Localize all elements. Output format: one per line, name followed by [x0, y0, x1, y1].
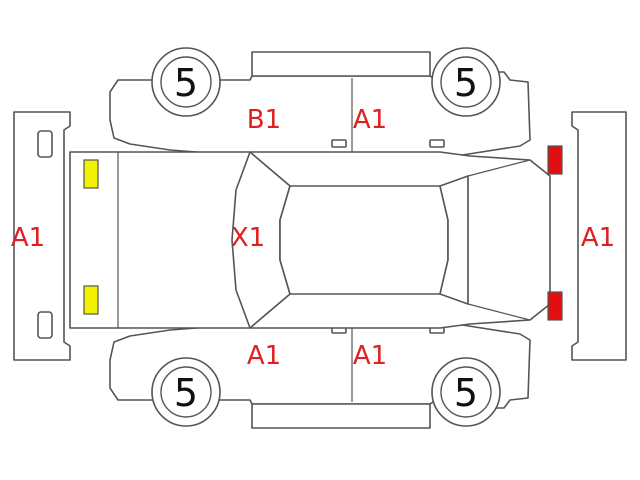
tire-rear-right-grade: 5	[454, 371, 478, 415]
code-front-bumper: A1	[11, 223, 45, 253]
tire-rear-left: 5	[431, 47, 501, 117]
code-left-front-door: B1	[247, 105, 281, 135]
front-left-lamp	[83, 159, 99, 189]
tire-rear-left-grade: 5	[454, 61, 478, 105]
code-left-rear-door: A1	[353, 105, 387, 135]
left-side-skirt	[251, 51, 431, 77]
right-side-skirt	[251, 403, 431, 429]
tire-front-left-grade: 5	[174, 61, 198, 105]
front-right-lamp	[83, 285, 99, 315]
front-bumper	[13, 111, 71, 361]
car-body	[69, 151, 551, 329]
tire-front-right-grade: 5	[174, 371, 198, 415]
code-rear-bumper: A1	[581, 223, 615, 253]
tire-front-right: 5	[151, 357, 221, 427]
tire-rear-right: 5	[431, 357, 501, 427]
tire-front-left: 5	[151, 47, 221, 117]
rear-bumper	[571, 111, 627, 361]
rear-right-lamp	[547, 291, 563, 321]
code-right-front-door: A1	[247, 341, 281, 371]
rear-left-lamp	[547, 145, 563, 175]
code-right-rear-door: A1	[353, 341, 387, 371]
code-roof: X1	[231, 223, 265, 253]
